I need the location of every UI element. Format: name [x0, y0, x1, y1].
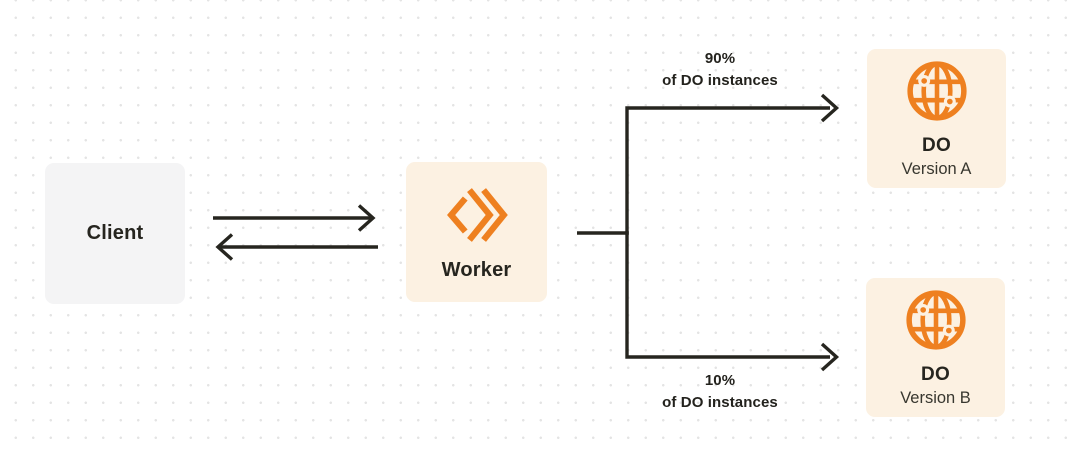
do-version-a-subtitle: Version A — [901, 160, 972, 178]
edge-label-10-percent-caption: of DO instances — [662, 394, 778, 411]
edge-label-90-percent: 90% of DO instances — [615, 48, 825, 92]
arrowhead-branch-top — [820, 93, 840, 123]
branch-bottom — [625, 231, 830, 359]
edge-label-90-percent-value: 90% — [704, 50, 736, 67]
edge-label-90-percent-caption: of DO instances — [662, 72, 778, 89]
do-version-b-node: DO Version B — [866, 278, 1005, 417]
branch-top — [625, 106, 830, 235]
workers-icon — [446, 187, 508, 242]
client-label: Client — [86, 222, 144, 244]
do-version-b-subtitle: Version B — [900, 389, 971, 407]
arrowhead-client-to-worker — [357, 204, 376, 232]
durable-object-globe-icon — [906, 61, 967, 121]
do-version-b-title: DO — [920, 364, 951, 385]
do-version-a-node: DO Version A — [867, 49, 1006, 188]
edge-label-10-percent-value: 10% — [704, 372, 736, 389]
worker-label: Worker — [441, 258, 512, 281]
worker-node: Worker — [406, 162, 547, 302]
arrowhead-worker-to-client — [215, 233, 234, 261]
do-version-a-title: DO — [921, 135, 952, 156]
durable-object-globe-icon — [905, 290, 966, 350]
edge-label-10-percent: 10% of DO instances — [615, 370, 825, 414]
arrowhead-branch-bottom — [820, 342, 840, 372]
client-node: Client — [45, 163, 185, 304]
